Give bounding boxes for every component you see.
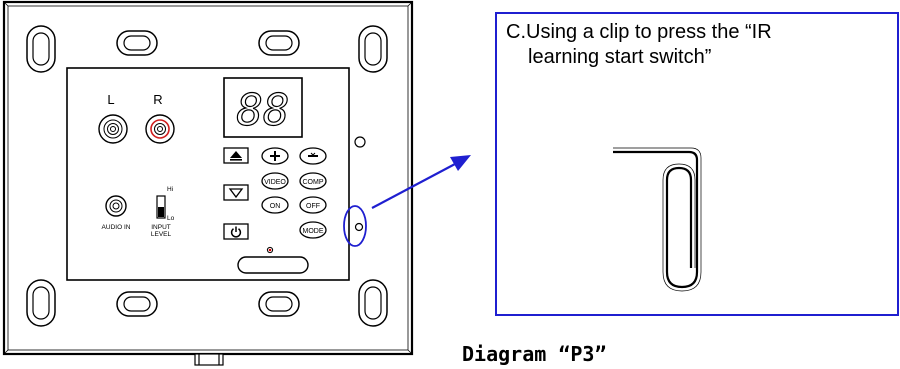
mode-button[interactable]: MODE [299, 221, 327, 239]
oval-hole-bottom-right [258, 291, 300, 317]
video-button[interactable]: VIDEO [261, 172, 289, 190]
ir-learning-switch-hole[interactable] [354, 222, 364, 232]
diagram-caption: Diagram “P3” [462, 342, 607, 366]
callout-box [495, 12, 899, 316]
on-button-label: ON [270, 203, 281, 210]
mounting-slot-bottom-left [26, 279, 56, 327]
mounting-slot-top-right [358, 25, 388, 73]
oval-hole-bottom-left [116, 291, 158, 317]
pointer-arrow [371, 155, 471, 209]
paper-clip-icon [613, 147, 702, 292]
seven-segment-display: 88 [223, 77, 303, 138]
instruction-line-1: C.Using a clip to press the “IR [506, 21, 772, 43]
on-button[interactable]: ON [261, 196, 289, 214]
oval-hole-top-right [258, 30, 300, 56]
power-button[interactable] [223, 223, 249, 240]
instruction-line-2: learning start switch” [528, 46, 712, 68]
hi-label: Hi [167, 186, 173, 193]
rca-jack-left[interactable] [98, 114, 128, 144]
video-button-label: VIDEO [264, 179, 286, 186]
level-label: LEVEL [151, 231, 172, 238]
off-button[interactable]: OFF [299, 196, 327, 214]
power-icon [230, 226, 242, 238]
oval-hole-top-left [116, 30, 158, 56]
side-screw-hole [354, 136, 366, 148]
callout-instruction: C.Using a clip to press the “IR learning… [506, 20, 886, 70]
eject-button[interactable] [223, 147, 249, 164]
mounting-slot-top-left [26, 25, 56, 73]
lo-label: Lo [167, 215, 175, 222]
highlight-ellipse [343, 205, 367, 247]
mounting-slot-bottom-right [358, 279, 388, 327]
ir-receiver-window [237, 256, 309, 274]
audio-in-jack[interactable] [105, 195, 127, 217]
input-label: INPUT [151, 224, 171, 231]
bottom-connector-tab [194, 353, 224, 366]
mode-button-label: MODE [303, 228, 324, 235]
off-button-label: OFF [306, 203, 320, 210]
label-left-channel: L [107, 92, 114, 107]
wall-plate [2, 0, 414, 356]
display-digits: 88 [237, 85, 290, 136]
channel-down-button[interactable] [299, 147, 327, 165]
channel-up-button[interactable] [261, 147, 289, 165]
comp-button-label: COMP [303, 179, 324, 186]
comp-button[interactable]: COMP [299, 172, 327, 190]
input-level-switch[interactable] [156, 195, 166, 219]
status-led [266, 246, 274, 254]
rca-jack-right[interactable] [145, 114, 175, 144]
label-right-channel: R [153, 92, 162, 107]
down-arrow-button[interactable] [223, 184, 249, 201]
control-panel [66, 67, 350, 281]
audio-in-label: AUDIO IN [102, 224, 131, 231]
